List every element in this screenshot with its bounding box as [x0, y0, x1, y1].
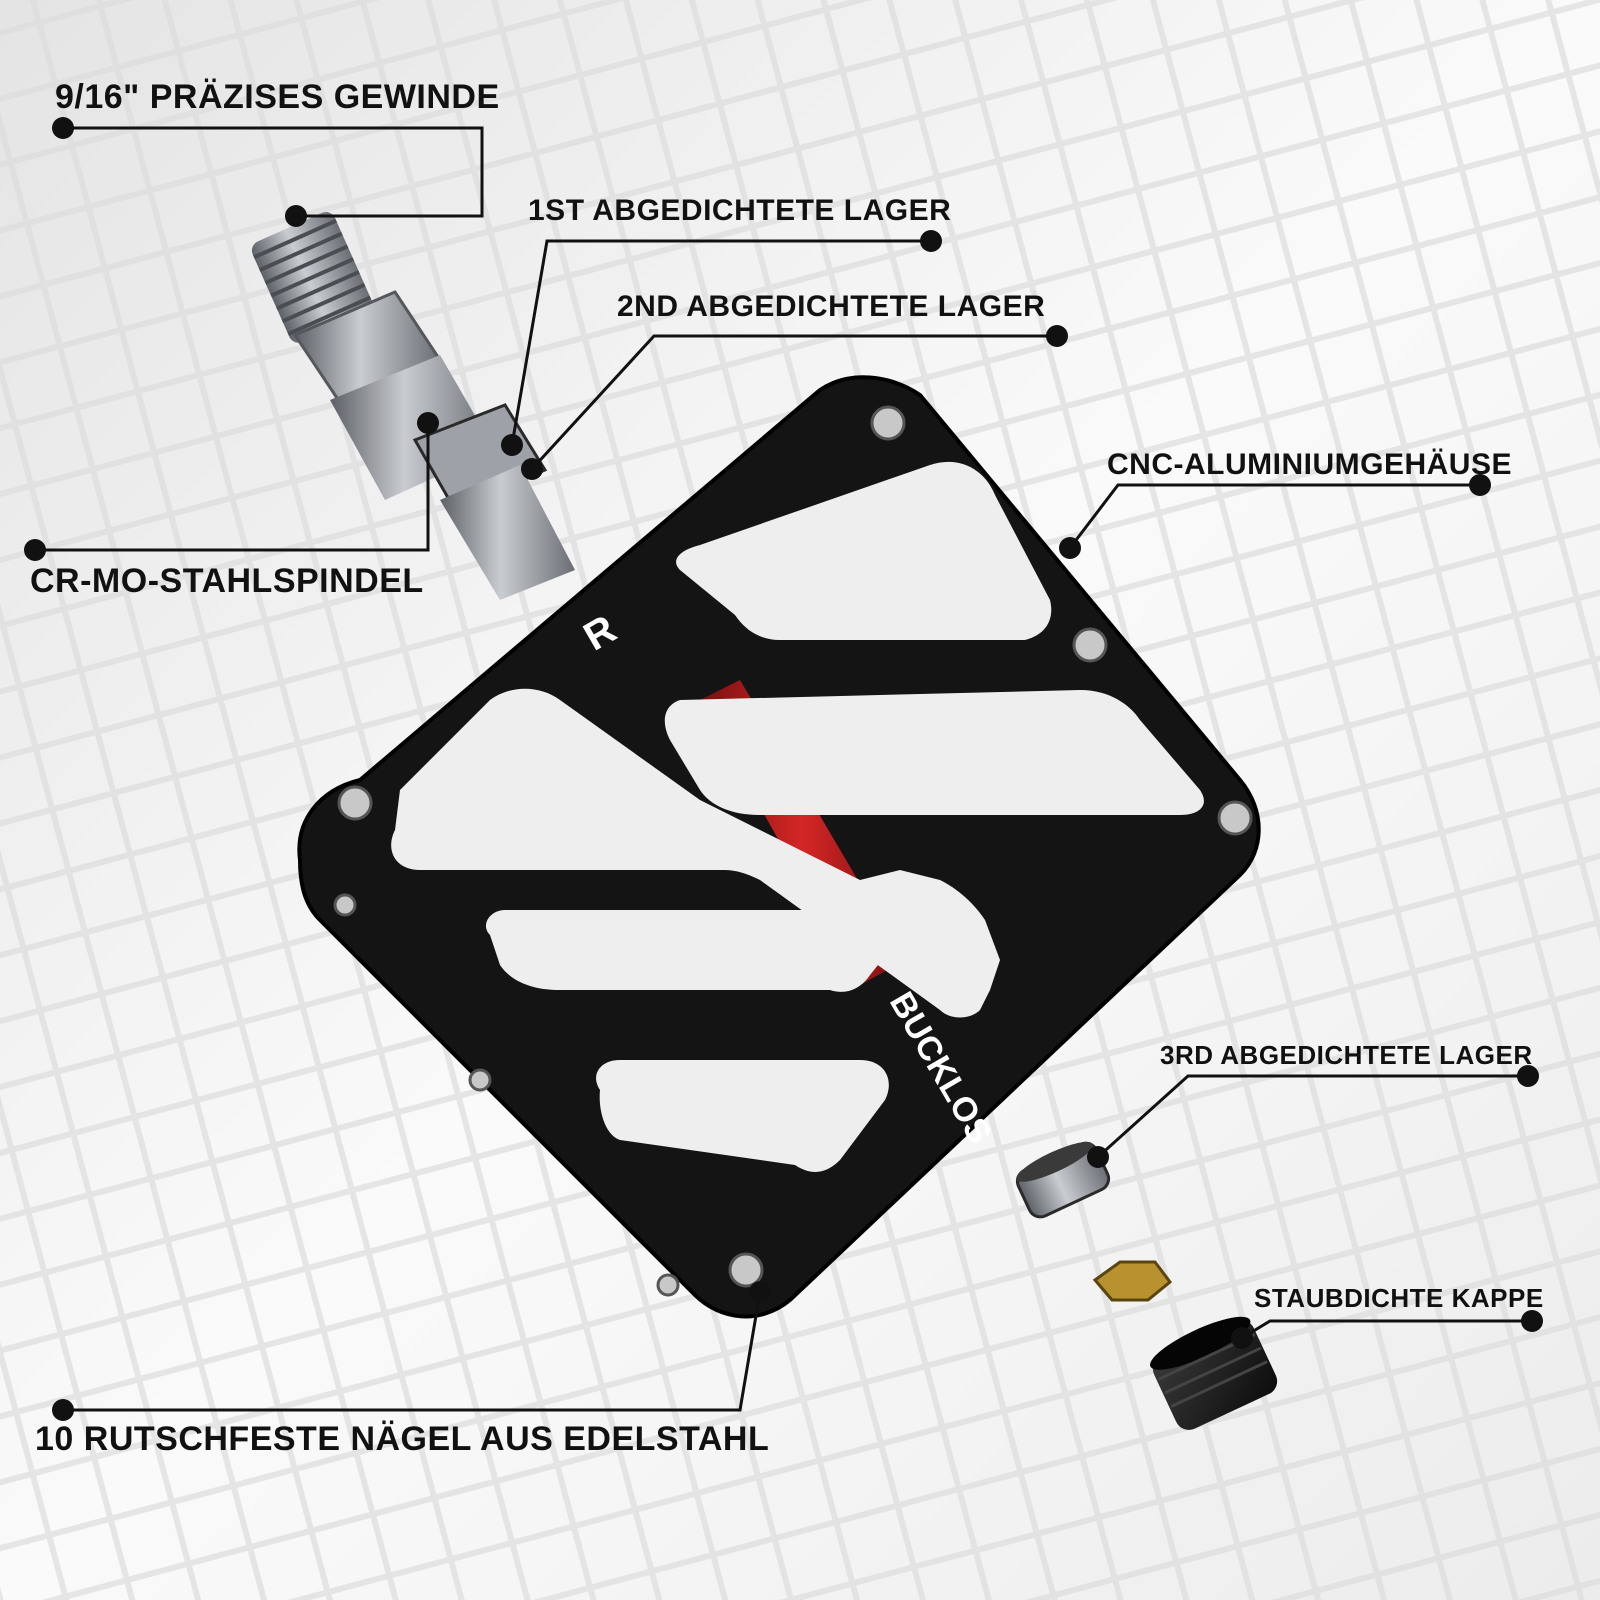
callout-dots — [24, 117, 1543, 1421]
brass-nut — [1092, 1260, 1173, 1302]
label-thread: 9/16" PRÄZISES GEWINDE — [55, 78, 500, 116]
label-spindle: CR-MO-STAHLSPINDEL — [30, 562, 424, 600]
label-dust-cap: STAUBDICHTE KAPPE — [1254, 1283, 1544, 1313]
steel-spindle — [251, 212, 575, 600]
callout-lines — [35, 126, 1532, 1412]
pedal-body — [297, 375, 1261, 1319]
label-bearing-2: 2ND ABGEDICHTETE LAGER — [617, 290, 1046, 323]
label-pins: 10 RUTSCHFESTE NÄGEL AUS EDELSTAHL — [35, 1420, 770, 1458]
label-housing: CNC-ALUMINIUMGEHÄUSE — [1107, 448, 1512, 481]
label-bearing-1: 1ST ABGEDICHTETE LAGER — [528, 194, 952, 227]
label-bearing-3: 3RD ABGEDICHTETE LAGER — [1160, 1040, 1533, 1070]
